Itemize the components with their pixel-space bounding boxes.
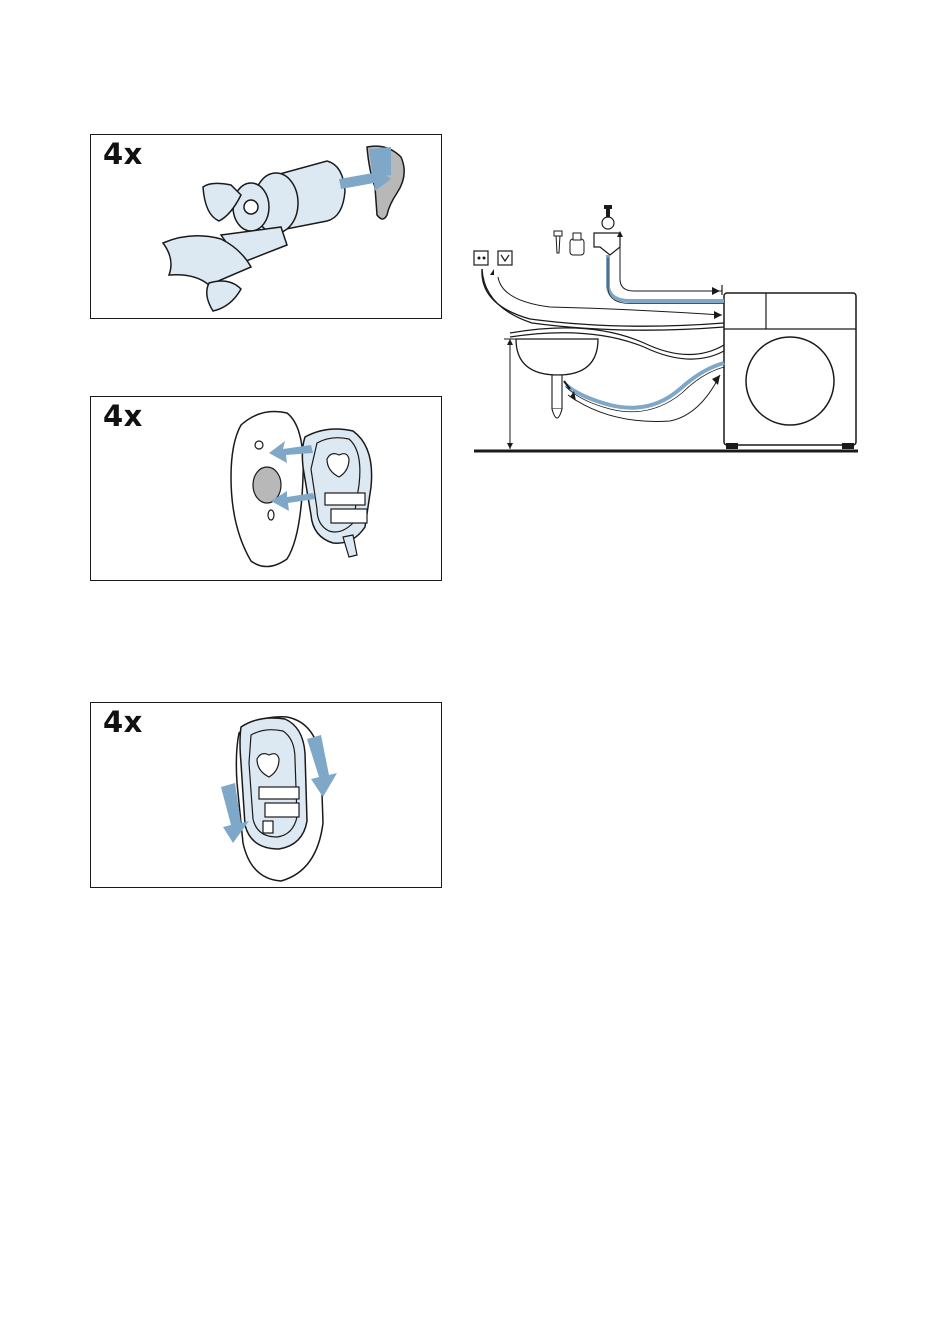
cover-cap-insert-icon [91,397,442,581]
cover-cap-push-icon [91,703,442,888]
step-panel-remove-bolts: 4x [90,134,442,319]
step-panel-insert-caps: 4x [90,396,442,581]
step-panel-push-caps: 4x [90,702,442,888]
transport-bolt-removal-icon [91,135,442,319]
washing-machine-installation-icon [470,195,862,457]
